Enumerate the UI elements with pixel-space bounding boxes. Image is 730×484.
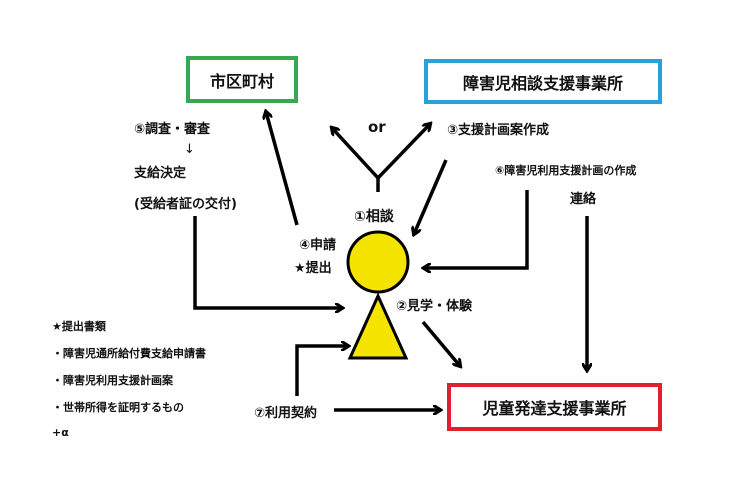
or-arrow-right (376, 124, 430, 180)
decision-arrow (193, 216, 342, 308)
plan-draft-arrow (414, 159, 448, 234)
step2-label: ②見学・体験 (396, 299, 473, 314)
development-office-box: 児童発達支援事業所 (447, 383, 662, 431)
down-arrow-label: ↓ (184, 142, 195, 157)
visit-arrow (421, 320, 460, 366)
certificate-label: (受給者証の交付) (134, 197, 237, 212)
step3-label: ③支援計画案作成 (447, 123, 550, 138)
decision-label: 支給決定 (134, 166, 187, 181)
application-arrow (266, 112, 299, 226)
step6-label: ⑥障害児利用支援計画の作成 (495, 164, 637, 177)
step4-label: ④申請 (299, 238, 337, 253)
step5-label: ⑤調査・審査 (134, 122, 211, 137)
step7-label: ⑦利用契約 (254, 406, 318, 421)
document-item: ・障害児利用支援計画案 (52, 374, 173, 387)
documents-title: ★提出書類 (52, 320, 106, 333)
or-arrow-left (332, 128, 380, 192)
person-icon (346, 230, 410, 360)
municipality-box: 市区町村 (186, 56, 298, 103)
contract-line (295, 346, 348, 396)
submit-label: ★提出 (294, 261, 332, 276)
contact-label: 連絡 (570, 192, 597, 207)
document-item: ・障害児通所給付費支給申請書 (52, 347, 206, 360)
consultation-office-box: 障害児相談支援事業所 (424, 59, 662, 104)
or-label: or (368, 118, 386, 136)
documents-list: ★提出書類 ・障害児通所給付費支給申請書 ・障害児利用支援計画案 ・世帯所得を証… (52, 318, 206, 439)
document-item: ・世帯所得を証明するもの (52, 401, 184, 414)
document-extra: +α (52, 426, 69, 439)
plan-creation-arrow (424, 190, 529, 268)
step1-label: ①相談 (354, 209, 394, 225)
